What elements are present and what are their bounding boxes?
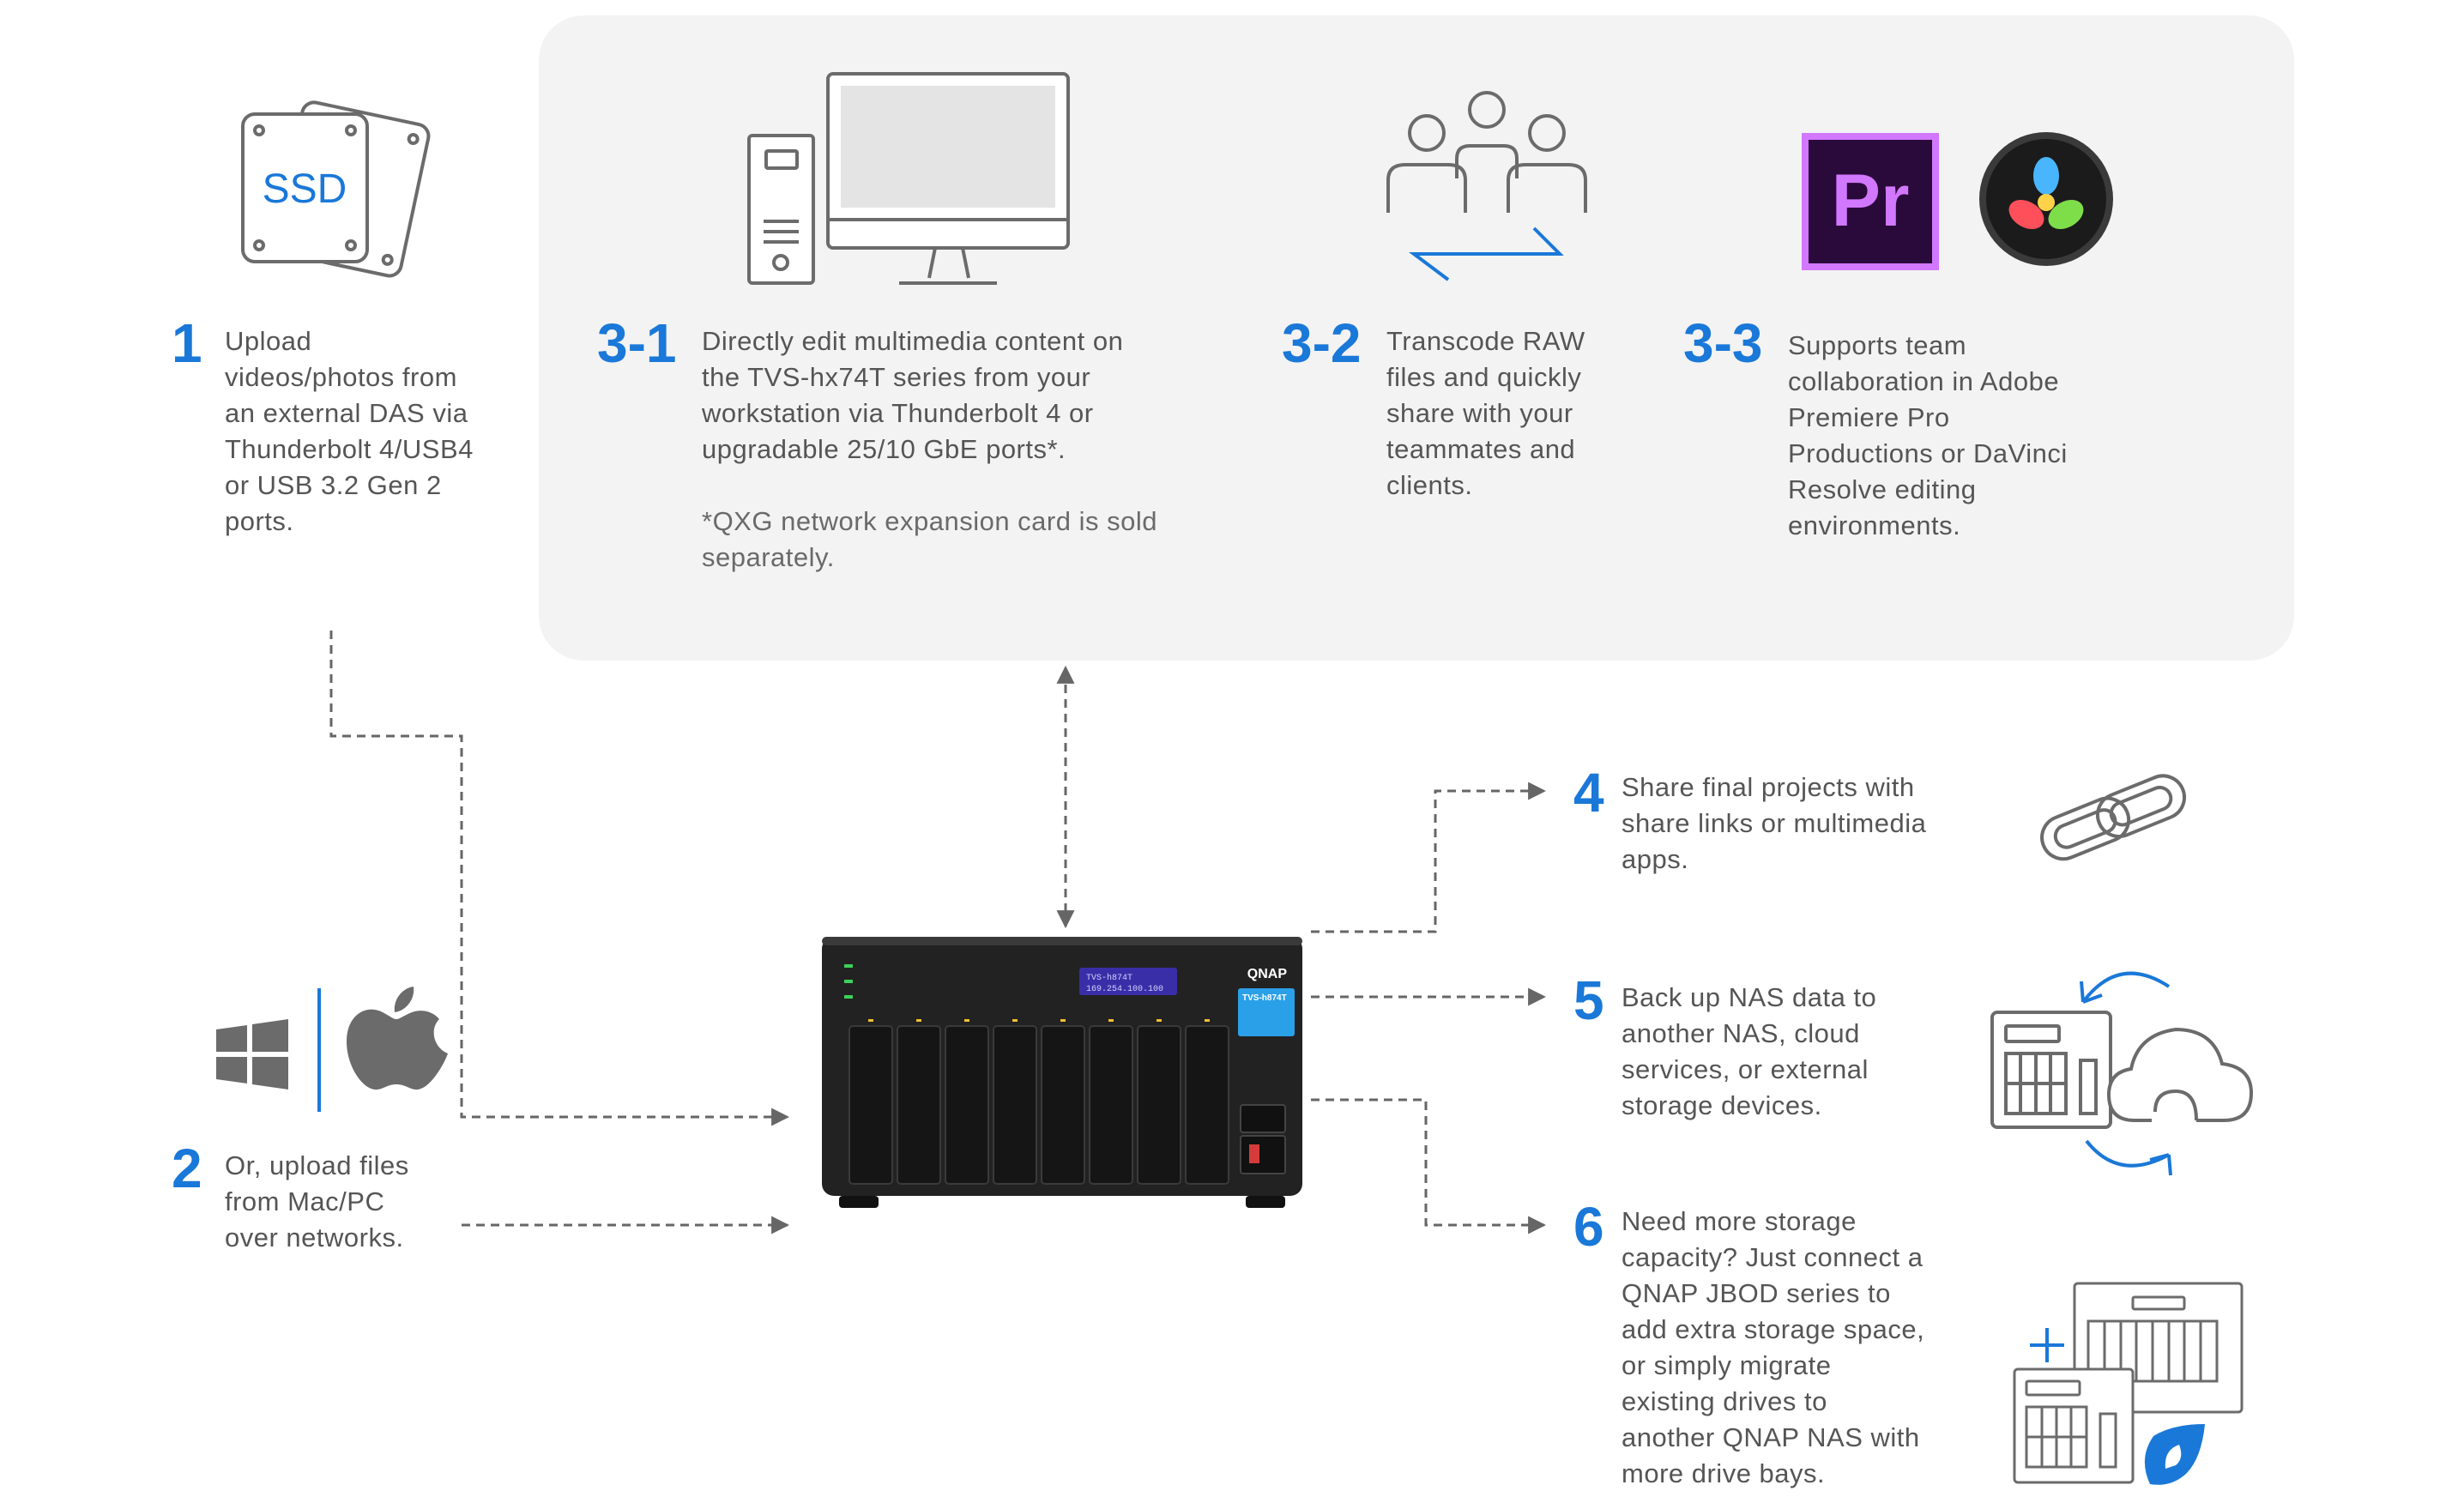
step-2-line: Or, upload files — [225, 1150, 409, 1180]
step-3-2-line: teammates and — [1386, 434, 1576, 464]
adobe-premiere-pro-logo — [1802, 133, 1939, 270]
step-6-line: add extra storage space, — [1622, 1314, 1925, 1344]
step-3-3-line: Premiere Pro — [1788, 402, 1950, 432]
step-1-line: Upload — [225, 326, 312, 356]
nas-model-badge-text: TVS-h874T — [1242, 993, 1287, 1003]
step-1-number: 1 — [172, 312, 202, 374]
step-4-line: Share final projects with — [1622, 772, 1915, 802]
step-6-line: another QNAP NAS with — [1622, 1422, 1920, 1452]
step-1-line: videos/photos from — [225, 362, 457, 392]
step-5-line: Back up NAS data to — [1622, 982, 1877, 1012]
step-6-line: more drive bays. — [1622, 1458, 1826, 1488]
step-3-1-number: 3-1 — [597, 312, 677, 374]
team-users-icon — [1386, 91, 1587, 213]
nas-model-badge — [1238, 988, 1295, 1036]
connector-step1-to-nas — [329, 631, 790, 1126]
step-3-1-text: Directly edit multimedia content on the … — [702, 323, 1123, 468]
step-3-2-line: files and quickly — [1386, 362, 1582, 392]
nas-foot-left — [839, 1196, 879, 1208]
step-6-line: existing drives to — [1622, 1386, 1827, 1416]
step-5-text: Back up NAS data to another NAS, cloud s… — [1622, 980, 1876, 1124]
step-3-3-number: 3-3 — [1683, 312, 1763, 374]
apple-logo — [347, 987, 448, 1090]
step-1-line: an external DAS via — [225, 398, 468, 428]
step-4-line: apps. — [1622, 844, 1689, 874]
step-3-3-line: Supports team — [1788, 330, 1967, 360]
step-2-line: over networks. — [225, 1222, 404, 1252]
footnote-line: separately. — [702, 542, 835, 572]
nas-lcd — [1079, 968, 1177, 995]
step-6-line: capacity? Just connect a — [1622, 1242, 1923, 1272]
step-3-2-line: share with your — [1386, 398, 1573, 428]
nas-drive-bays — [849, 1025, 1229, 1185]
step-3-3-line: Productions or DaVinci — [1788, 438, 2068, 468]
chain-link-icon — [2040, 774, 2186, 861]
premiere-label: Pr — [1832, 160, 1910, 242]
step-3-1-footnote: *QXG network expansion card is sold sepa… — [702, 504, 1157, 576]
jbod-expansion-icon — [2013, 1282, 2244, 1485]
step-5-line: storage devices. — [1622, 1090, 1822, 1120]
step-6-text: Need more storage capacity? Just connect… — [1622, 1204, 1924, 1492]
step-3-3-text: Supports team collaboration in Adobe Pre… — [1788, 328, 2068, 544]
step-3-3-line: environments. — [1788, 510, 1961, 540]
step-6-line: or simply migrate — [1622, 1350, 1832, 1380]
connector-lines — [329, 631, 1547, 1234]
step-6-line: Need more storage — [1622, 1206, 1857, 1236]
step-2-text: Or, upload files from Mac/PC over networ… — [225, 1148, 409, 1256]
step-1-line: Thunderbolt 4/USB4 — [225, 434, 474, 464]
nas-lcd-line1: TVS-h874T — [1086, 973, 1132, 983]
nas-foot-right — [1246, 1196, 1285, 1208]
step-4-line: share links or multimedia — [1622, 808, 1927, 838]
step-5-number: 5 — [1573, 969, 1604, 1031]
nas-power-panel — [1240, 1104, 1286, 1133]
step-3-1-line: the TVS-hx74T series from your — [702, 362, 1091, 392]
step-5-line: services, or external — [1622, 1054, 1869, 1084]
transfer-arrows-icon — [1409, 226, 1564, 281]
step-3-3-line: Resolve editing — [1788, 474, 1977, 504]
step-3-2-line: clients. — [1386, 470, 1473, 500]
nas-usb-panel — [1240, 1135, 1286, 1174]
step-1-line: ports. — [225, 506, 294, 536]
step-5-line: another NAS, cloud — [1622, 1018, 1860, 1048]
ssd-label: SSD — [263, 166, 347, 212]
step-4-number: 4 — [1573, 762, 1604, 824]
step-4-text: Share final projects with share links or… — [1622, 770, 1926, 878]
connector-nas-to-step4 — [1311, 782, 1547, 933]
desktop-computer-icon — [747, 72, 1070, 285]
nas-device — [822, 937, 1302, 1208]
nas-brand: QNAP — [1247, 967, 1288, 981]
step-2-number: 2 — [172, 1138, 202, 1199]
ssd-drives-icon — [241, 100, 431, 278]
step-1-line: or USB 3.2 Gen 2 — [225, 470, 442, 500]
nas-cloud-backup-icon — [1990, 971, 2254, 1176]
step-2-line: from Mac/PC — [225, 1186, 385, 1216]
step-3-2-text: Transcode RAW files and quickly share wi… — [1386, 323, 1585, 504]
nas-bay-leds — [868, 1019, 1210, 1022]
nas-status-leds — [844, 964, 853, 999]
step-3-3-line: collaboration in Adobe — [1788, 366, 2060, 396]
davinci-resolve-logo — [1979, 132, 2113, 266]
step-3-1-line: workstation via Thunderbolt 4 or — [702, 398, 1094, 428]
windows-logo — [216, 1019, 288, 1090]
nas-lcd-line2: 169.254.100.100 — [1086, 985, 1163, 994]
step-6-line: QNAP JBOD series to — [1622, 1278, 1891, 1308]
step-3-1-line: Directly edit multimedia content on — [702, 326, 1124, 356]
connector-nas-to-step6 — [1311, 1098, 1547, 1234]
footnote-line: *QXG network expansion card is sold — [702, 506, 1157, 536]
step-3-2-number: 3-2 — [1282, 312, 1362, 374]
step-3-2-line: Transcode RAW — [1386, 326, 1585, 356]
step-1-text: Upload videos/photos from an external DA… — [225, 323, 474, 540]
step-6-number: 6 — [1573, 1196, 1604, 1258]
step-3-1-line: upgradable 25/10 GbE ports*. — [702, 434, 1066, 464]
